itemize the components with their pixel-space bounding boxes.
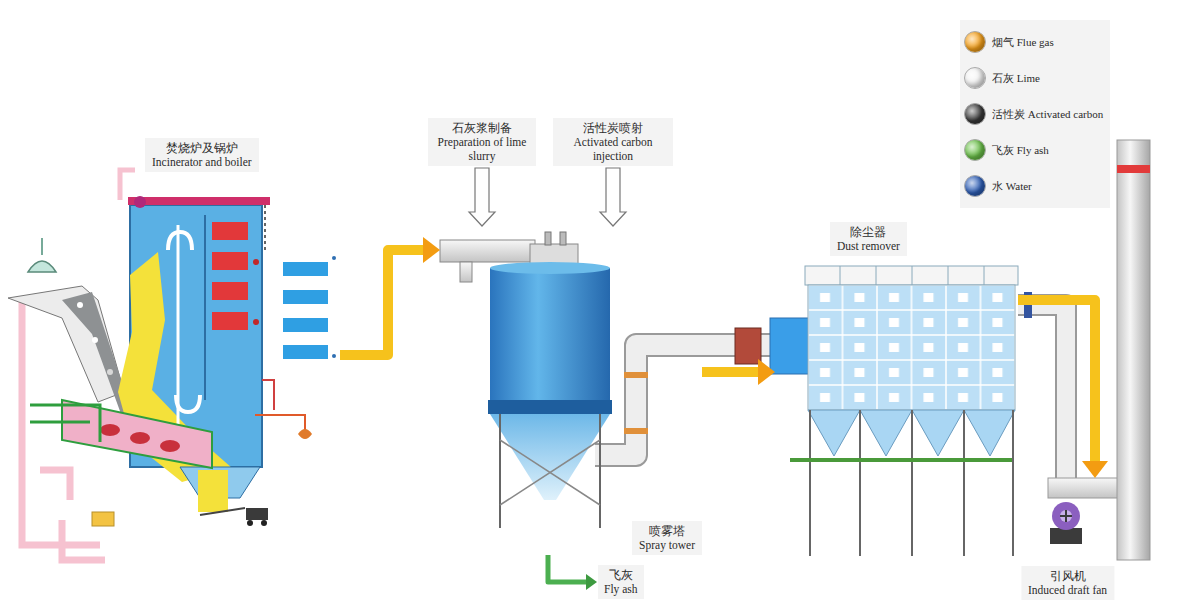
spray-tower: 喷雾塔Spray tower <box>440 228 702 555</box>
legend-row: 石灰 Lime <box>964 60 1106 96</box>
label-plate: 焚烧炉及锅炉Incinerator and boiler <box>145 138 259 172</box>
legend-text: 水 Water <box>992 180 1032 193</box>
english-label: Dust remover <box>837 239 900 253</box>
english-label: Incinerator and boiler <box>152 155 252 169</box>
flow-arrow <box>702 359 775 385</box>
legend-text: 飞灰 Fly ash <box>992 144 1049 157</box>
english-label: Induced draft fan <box>1028 583 1107 597</box>
chinese-label: 焚烧炉及锅炉 <box>152 141 252 155</box>
output-label: 飞灰Fly ash <box>598 565 644 599</box>
legend-row: 飞灰 Fly ash <box>964 132 1106 168</box>
spray-tower-illustration <box>440 232 770 528</box>
legend-swatch <box>964 103 986 125</box>
chinese-label: 喷雾塔 <box>639 524 695 538</box>
legend-text: 活性炭 Activated carbon <box>992 108 1103 121</box>
incinerator-boiler: 焚烧炉及锅炉Incinerator and boiler <box>5 138 340 528</box>
label-plate: 除尘器Dust remover <box>830 222 907 256</box>
label-plate: 引风机Induced draft fan <box>1021 566 1114 600</box>
legend-text: 烟气 Flue gas <box>992 36 1054 49</box>
chinese-label: 引风机 <box>1028 569 1107 583</box>
chinese-label: 活性炭喷射 <box>559 121 667 135</box>
legend-swatch <box>964 175 986 197</box>
flow-arrow <box>548 555 597 590</box>
english-label: Preparation of lime slurry <box>434 135 530 163</box>
input-label: 活性炭喷射Activated carbon injection <box>553 118 673 166</box>
chinese-label: 除尘器 <box>837 225 900 239</box>
chinese-label: 石灰浆制备 <box>434 121 530 135</box>
flow-arrow <box>600 168 626 226</box>
flow-arrow <box>340 237 440 355</box>
legend-row: 活性炭 Activated carbon <box>964 96 1106 132</box>
chinese-label: 飞灰 <box>604 568 638 582</box>
legend-swatch <box>964 31 986 53</box>
incinerator-illustration <box>8 170 336 560</box>
english-label: Activated carbon injection <box>559 135 667 163</box>
flow-arrow <box>1018 300 1108 478</box>
input-label: 石灰浆制备Preparation of lime slurry <box>428 118 536 166</box>
english-label: Fly ash <box>604 582 638 596</box>
induced-draft-fan: 引风机Induced draft fan <box>1020 478 1115 600</box>
label-plate: 喷雾塔Spray tower <box>632 521 702 555</box>
dust-remover: 除尘器Dust remover <box>775 222 1018 560</box>
legend-swatch <box>964 139 986 161</box>
dust-remover-illustration <box>770 266 1018 556</box>
flow-arrow <box>469 168 495 226</box>
legend-row: 水 Water <box>964 168 1106 204</box>
english-label: Spray tower <box>639 538 695 552</box>
legend-swatch <box>964 67 986 89</box>
legend-row: 烟气 Flue gas <box>964 24 1106 60</box>
legend-text: 石灰 Lime <box>992 72 1040 85</box>
legend: 烟气 Flue gas 石灰 Lime 活性炭 Activated carbon 飞灰… <box>960 20 1110 208</box>
